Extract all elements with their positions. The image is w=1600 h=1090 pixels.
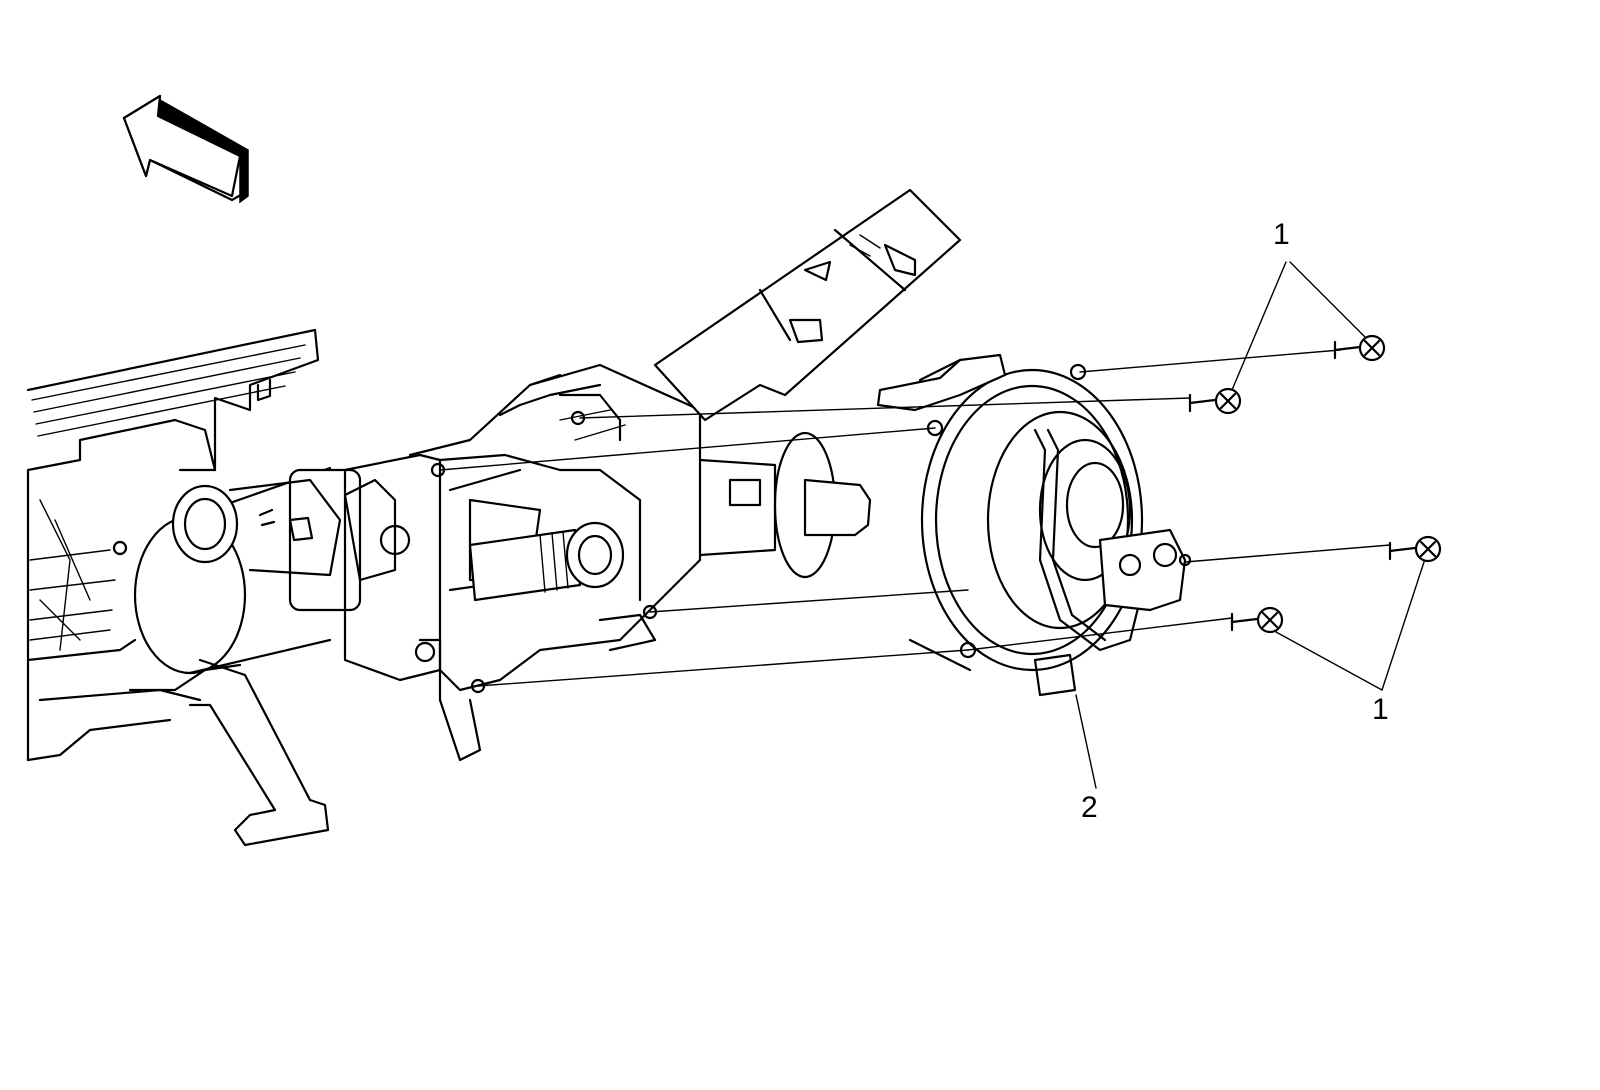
phillips-screw-icon xyxy=(1188,387,1242,415)
callout-label-screws-upper: 1 xyxy=(1273,218,1290,251)
callout-label-clock-spring: 2 xyxy=(1081,791,1098,824)
phillips-screw-icon xyxy=(1333,334,1386,362)
switch-housing-assembly xyxy=(343,363,702,762)
callout-label-screws-lower: 1 xyxy=(1372,693,1389,726)
steering-shaft-lock-cylinder xyxy=(468,521,625,602)
callout-leader-lines xyxy=(1075,261,1425,789)
inflatable-restraint-coil xyxy=(876,353,1192,697)
screw-alignment-lines xyxy=(439,349,1391,687)
forward-direction-arrow-icon xyxy=(122,94,249,204)
phillips-screw-icon xyxy=(1230,606,1284,634)
steering-column-housing xyxy=(26,328,330,847)
turn-signal-multifunction-switch xyxy=(133,466,411,675)
windshield-wiper-switch-stalk xyxy=(653,188,962,422)
steering-shaft-spline xyxy=(698,431,872,579)
phillips-screw-icon xyxy=(1388,535,1442,563)
